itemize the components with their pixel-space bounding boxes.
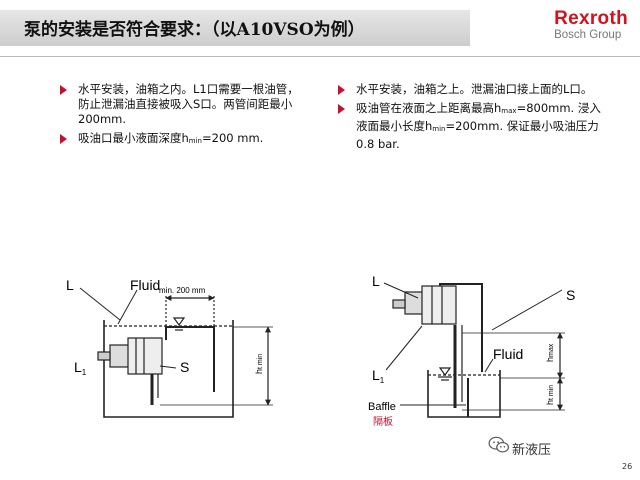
right-fluid-leader — [484, 358, 494, 373]
right-diagram — [383, 282, 565, 418]
right-fluid-marker-icon — [438, 367, 452, 381]
left-label-fluid: Fluid — [130, 277, 160, 293]
left-text-column: 水平安装，油箱之内。L1口需要一根油管，防止泄漏油直接被吸入S口。两管间距最小2… — [58, 82, 308, 153]
right-label-L: L — [372, 273, 380, 289]
left-diagram — [79, 287, 273, 418]
title-bar — [0, 10, 470, 46]
right-bullet-1: 水平安装，油箱之上。泄漏油口接上面的L口。 — [336, 82, 604, 97]
header: 泵的安装是否符合要求：（以A10VSO为例） Rexroth Bosch Gro… — [0, 0, 640, 56]
left-label-L1: L1 — [74, 359, 87, 377]
right-label-fluid: Fluid — [493, 346, 523, 362]
right-bullet-2: 吸油管在液面之上距离最高hmax=800mm. 浸入液面最小长度hmin=200… — [336, 101, 604, 152]
left-label-htmin: ht min — [254, 354, 264, 374]
left-S-leader — [159, 365, 177, 369]
right-bullet-2-text-a: 吸油管在液面之上距离最高h — [356, 101, 502, 115]
right-bullet-2-sub2: min — [432, 125, 446, 133]
left-bullet-2-sub: min — [188, 137, 202, 145]
brand-subtitle: Bosch Group — [554, 29, 622, 41]
left-tank — [103, 320, 234, 418]
right-L1-leader — [385, 325, 423, 371]
left-bullet-1: 水平安装，油箱之内。L1口需要一根油管，防止泄漏油直接被吸入S口。两管间距最小2… — [58, 82, 308, 127]
left-label-L1-sub: 1 — [82, 368, 87, 377]
right-bullet-1-text: 水平安装，油箱之上。泄漏油口接上面的L口。 — [356, 82, 593, 96]
left-drain-pipe — [165, 326, 215, 392]
right-label-baffle: Baffle — [368, 401, 396, 413]
left-bullet-1-text: 水平安装，油箱之内。L1口需要一根油管，防止泄漏油直接被吸入S口。两管间距最小2… — [78, 82, 299, 126]
right-label-L1-main: L — [372, 367, 380, 383]
brand-name: Rexroth — [554, 8, 628, 29]
right-text-column: 水平安装，油箱之上。泄漏油口接上面的L口。 吸油管在液面之上距离最高hmax=8… — [336, 82, 604, 156]
brand-logo: Rexroth Bosch Group — [554, 8, 628, 41]
right-hmax-main: h — [545, 357, 555, 362]
right-label-hmax: hmax — [545, 343, 555, 362]
right-label-S: S — [566, 287, 575, 303]
left-fluid-leader — [117, 289, 138, 325]
wechat-logo-icon — [488, 436, 510, 453]
left-bullet-2: 吸油口最小液面深度hmin=200 mm. — [58, 131, 308, 149]
right-L-leader — [383, 282, 419, 299]
left-bullet-2-text-a: 吸油口最小液面深度h — [78, 131, 189, 145]
right-htmin-main: h — [545, 400, 555, 405]
right-label-baffle-cn: 隔板 — [373, 415, 393, 428]
left-fluid-marker-icon — [172, 317, 186, 331]
right-bullet-2-text-c: =200mm. 保证最小吸油压力0.8 bar. — [356, 119, 599, 151]
watermark-text: 新液压 — [512, 443, 552, 458]
left-label-L: L — [66, 277, 74, 293]
right-htmin-sub: t min — [548, 385, 555, 400]
right-S-leader — [491, 289, 563, 331]
right-label-htmin: ht min — [545, 385, 555, 405]
right-label-L1-sub: 1 — [380, 376, 385, 385]
left-label-L1-main: L — [74, 359, 82, 375]
right-hmax-sub: max — [548, 343, 555, 357]
right-tank — [427, 370, 501, 418]
header-divider — [0, 56, 640, 57]
left-htmin-sub: t min — [257, 354, 264, 369]
left-label-S: S — [180, 359, 189, 375]
left-bullet-2-text-b: =200 mm. — [202, 131, 264, 145]
left-L-leader — [79, 287, 121, 321]
left-htmin-main: h — [254, 369, 264, 374]
page-title: 泵的安装是否符合要求：（以A10VSO为例） — [24, 20, 365, 40]
right-label-L1: L1 — [372, 367, 385, 385]
right-bullet-2-text-b: =800mm. 浸入液面最小长度h — [356, 101, 601, 133]
left-pump-icon — [97, 337, 163, 375]
right-pump-icon — [392, 285, 457, 325]
right-bullet-2-sub1: max — [501, 107, 517, 115]
left-label-min: min. 200 mm — [159, 286, 206, 295]
page-number: 26 — [622, 462, 633, 471]
